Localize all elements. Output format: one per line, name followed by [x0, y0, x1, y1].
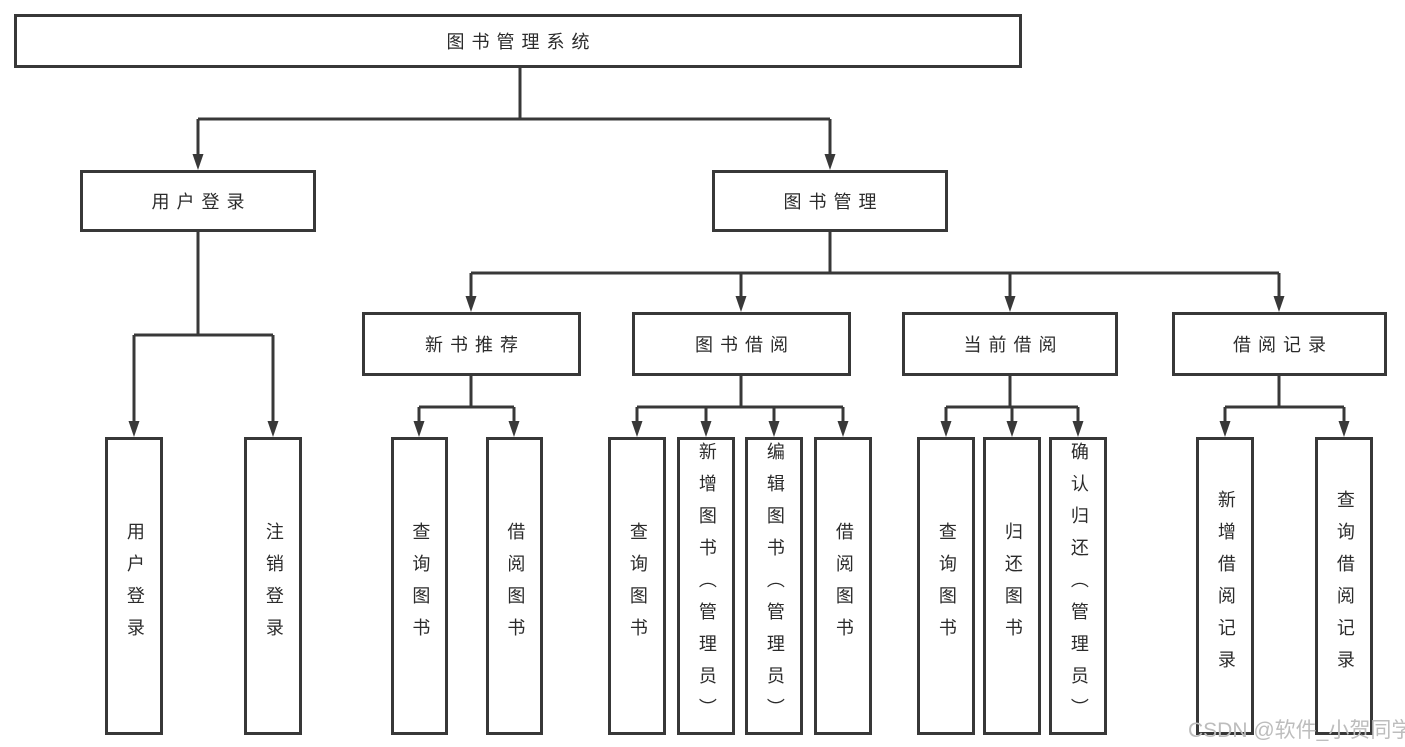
leaf-logout: 注销登录 — [244, 437, 302, 735]
leaf-add-book-admin: 新增图书（管理员） — [677, 437, 735, 735]
node-borrow-records: 借阅记录 — [1172, 312, 1387, 376]
node-book-management: 图书管理 — [712, 170, 948, 232]
leaf-add-book-admin-label: 新增图书（管理员） — [696, 442, 717, 730]
leaf-add-borrow-record-label: 新增借阅记录 — [1215, 490, 1236, 682]
node-root: 图书管理系统 — [14, 14, 1022, 68]
leaf-confirm-return-admin: 确认归还（管理员） — [1049, 437, 1107, 735]
leaf-query-books-3-label: 查询图书 — [936, 522, 957, 650]
node-current-borrowing: 当前借阅 — [902, 312, 1118, 376]
leaf-query-borrow-record: 查询借阅记录 — [1315, 437, 1373, 735]
leaf-return-book-label: 归还图书 — [1002, 522, 1023, 650]
leaf-edit-book-admin: 编辑图书（管理员） — [745, 437, 803, 735]
leaf-query-books-2: 查询图书 — [608, 437, 666, 735]
leaf-edit-book-admin-label: 编辑图书（管理员） — [764, 442, 785, 730]
node-current-borrowing-label: 当前借阅 — [963, 335, 1064, 355]
leaf-borrow-books-1: 借阅图书 — [486, 437, 543, 735]
leaf-query-books-2-label: 查询图书 — [627, 522, 648, 650]
node-new-book-recommend-label: 新书推荐 — [425, 335, 525, 355]
leaf-return-book: 归还图书 — [983, 437, 1041, 735]
leaf-confirm-return-admin-label: 确认归还（管理员） — [1068, 442, 1089, 730]
node-user-login: 用户登录 — [80, 170, 316, 232]
leaf-user-login-label: 用户登录 — [124, 522, 145, 650]
leaf-borrow-books-2: 借阅图书 — [814, 437, 872, 735]
leaf-borrow-books-2-label: 借阅图书 — [833, 522, 854, 650]
leaf-add-borrow-record: 新增借阅记录 — [1196, 437, 1254, 735]
node-new-book-recommend: 新书推荐 — [362, 312, 581, 376]
leaf-user-login: 用户登录 — [105, 437, 163, 735]
leaf-query-borrow-record-label: 查询借阅记录 — [1334, 490, 1355, 682]
leaf-query-books-3: 查询图书 — [917, 437, 975, 735]
arrow-shafts — [132, 119, 1346, 422]
tree-branch-lines — [134, 68, 1344, 409]
node-borrow-records-label: 借阅记录 — [1233, 335, 1333, 355]
leaf-logout-label: 注销登录 — [263, 522, 284, 650]
leaf-query-books-1-label: 查询图书 — [410, 522, 431, 650]
leaf-borrow-books-1-label: 借阅图书 — [505, 522, 526, 650]
node-book-borrowing: 图书借阅 — [632, 312, 851, 376]
node-root-label: 图书管理系统 — [446, 32, 597, 52]
node-book-management-label: 图书管理 — [783, 192, 884, 212]
node-book-borrowing-label: 图书借阅 — [695, 335, 795, 355]
node-user-login-label: 用户登录 — [151, 192, 252, 212]
csdn-watermark: CSDN @软件_小贺同学 — [1188, 719, 1405, 742]
leaf-query-books-1: 查询图书 — [391, 437, 448, 735]
